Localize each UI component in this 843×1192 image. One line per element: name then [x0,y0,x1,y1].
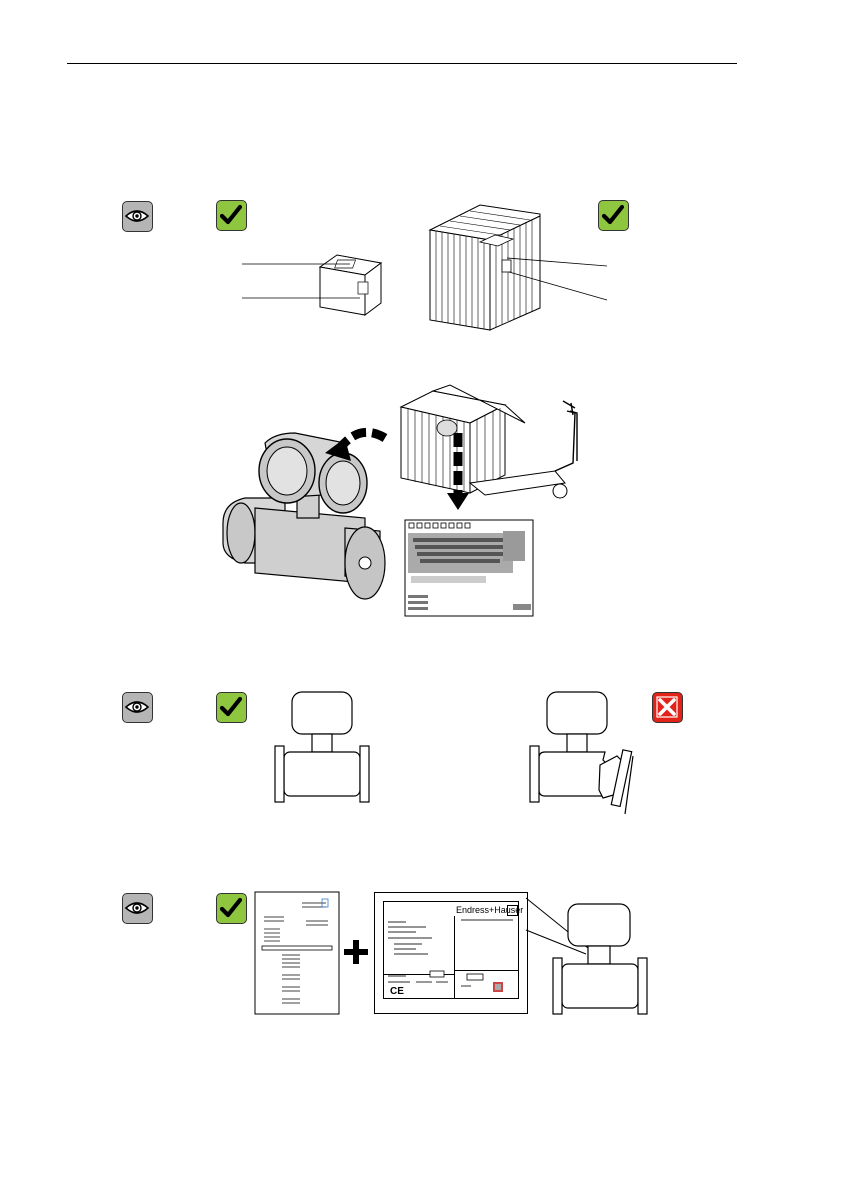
brand-logo [507,905,518,916]
nameplate-lines-right [457,916,517,996]
nameplate: Endress+Hauser CE [374,892,528,1014]
small-package-illustration [240,245,390,320]
plus-icon [341,937,371,967]
intact-device-outline [270,690,375,805]
eye-icon [122,692,153,723]
unpacking-illustration [215,383,615,623]
eye-icon [122,201,153,232]
flowmeter-device [223,433,385,599]
check-icon [216,200,247,231]
svg-text:CE: CE [390,986,404,996]
documentation-booklet [405,520,533,616]
crate-illustration [425,200,615,335]
cross-icon [652,692,683,723]
nameplate-lines: CE [386,916,452,996]
open-crate [401,385,525,493]
nameplate-divider [454,916,455,998]
check-icon [216,893,247,924]
nameplate-inner: Endress+Hauser CE [383,901,519,999]
eye-icon [122,893,153,924]
delivery-note-document [254,891,340,1015]
damaged-device-outline [525,690,650,818]
device-with-nameplate-callout [520,890,655,1016]
check-icon [216,692,247,723]
header-rule [67,63,737,64]
